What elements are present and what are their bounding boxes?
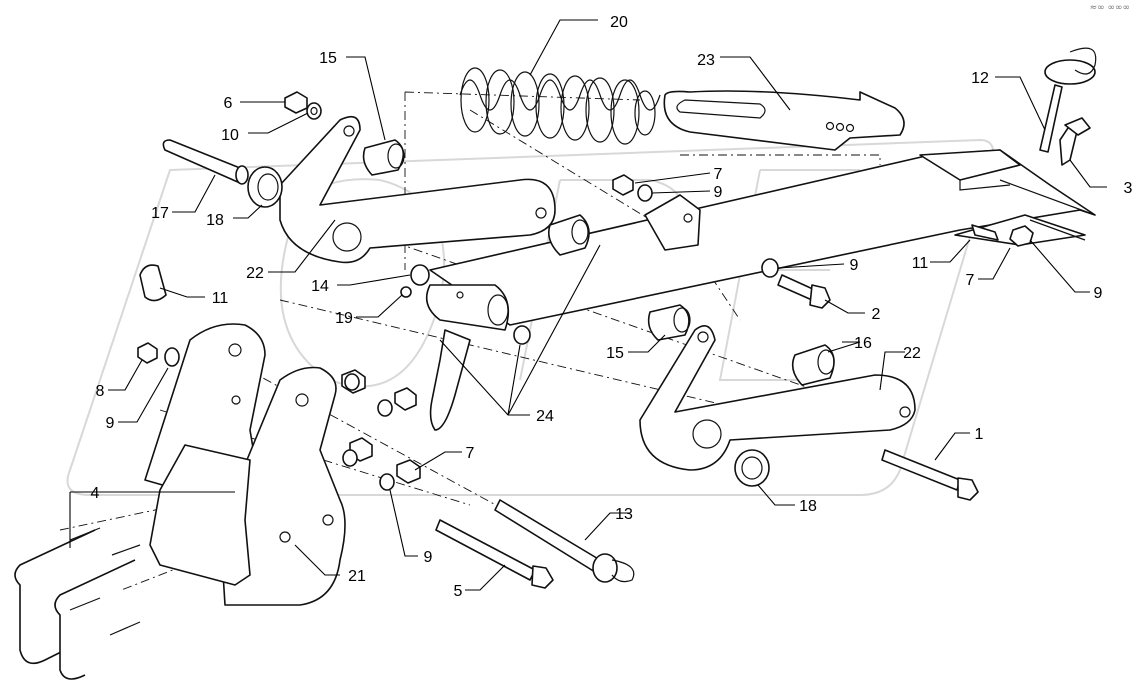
bushing-18-upper: [247, 166, 283, 208]
nuts-7-9-right: [971, 224, 1034, 247]
callout-9-beam: 9: [850, 257, 859, 274]
callout-18-upper: 18: [206, 212, 224, 229]
callout-22-lower: 22: [903, 345, 921, 362]
nut-pair-1: [341, 369, 366, 394]
shaft-19: [425, 284, 510, 331]
bracket-22-upper: [279, 115, 556, 264]
callouts: 20 23 15 6 10 12 3 7 9 17 18 22 14 9 11 …: [91, 14, 1133, 600]
bushing-15-lower: [647, 304, 691, 341]
callout-22-upper: 22: [246, 265, 264, 282]
clamp-plate: [149, 444, 251, 586]
arm-24: [429, 329, 471, 431]
small-ring-19: [400, 286, 412, 298]
corner-mark: ≈∞ ∞∞∞: [1089, 3, 1130, 13]
callout-24: 24: [536, 408, 554, 425]
bolt-2: [777, 274, 831, 309]
callout-1: 1: [975, 426, 984, 443]
washer-9-left: [164, 347, 180, 367]
nut-pair-2: [377, 387, 417, 417]
ring-24: [513, 325, 531, 345]
callout-7-lower: 7: [466, 445, 475, 462]
callout-17: 17: [151, 205, 169, 222]
callout-11-right: 11: [912, 255, 929, 272]
callout-7-right: 7: [966, 272, 975, 289]
bolt-1: [881, 449, 979, 501]
callout-3: 3: [1124, 180, 1133, 197]
callout-13: 13: [615, 506, 633, 523]
callout-15-upper: 15: [319, 50, 337, 67]
washer-9-lower: [379, 473, 395, 491]
callout-20: 20: [610, 14, 628, 31]
washer-9-upper: [637, 184, 653, 202]
pin-17: [162, 139, 249, 185]
callout-7-upper: 7: [714, 166, 723, 183]
nut-8: [137, 342, 158, 364]
callout-16: 16: [854, 335, 872, 352]
callout-9-lower: 9: [424, 549, 433, 566]
bolt-5: [435, 519, 554, 589]
nut-pair-3: [342, 437, 373, 467]
cotter-11: [139, 264, 167, 302]
bolt-3: [1059, 117, 1091, 166]
bushing-16: [791, 344, 835, 386]
callout-6: 6: [224, 95, 233, 112]
leader-lines: [69, 19, 1107, 591]
callout-14: 14: [311, 278, 329, 295]
callout-8: 8: [96, 383, 105, 400]
callout-9-upper: 9: [714, 184, 723, 201]
callout-18-lower: 18: [799, 498, 817, 515]
ring-14: [410, 264, 430, 286]
callout-9-right: 9: [1094, 285, 1103, 302]
callout-2: 2: [872, 306, 881, 323]
callout-11-left: 11: [212, 290, 229, 307]
bushing-18-lower: [734, 449, 770, 487]
spring-20: [459, 67, 661, 145]
bracket-22-lower: [639, 324, 916, 471]
callout-19: 19: [335, 310, 353, 327]
callout-9-left: 9: [106, 415, 115, 432]
plate-21-front: [219, 366, 346, 606]
callout-15-lower: 15: [606, 345, 624, 362]
washer-10: [306, 102, 322, 120]
callout-5: 5: [454, 583, 463, 600]
u-bolts-4: [14, 527, 141, 680]
washer-9-beam: [761, 258, 779, 278]
callout-12: 12: [971, 70, 989, 87]
lug-plate: [644, 194, 701, 251]
callout-10: 10: [221, 127, 239, 144]
link-23: [663, 90, 905, 151]
nut-6: [284, 91, 308, 114]
callout-4: 4: [91, 485, 100, 502]
spacer-mid: [547, 214, 590, 256]
nut-7-upper: [612, 174, 634, 196]
nut-7-lower: [396, 459, 421, 484]
callout-21: 21: [348, 568, 366, 585]
bushing-15-upper: [362, 139, 405, 176]
pin-13: [494, 499, 635, 583]
callout-23: 23: [697, 52, 715, 69]
lynch-pin-12: [1039, 47, 1097, 153]
